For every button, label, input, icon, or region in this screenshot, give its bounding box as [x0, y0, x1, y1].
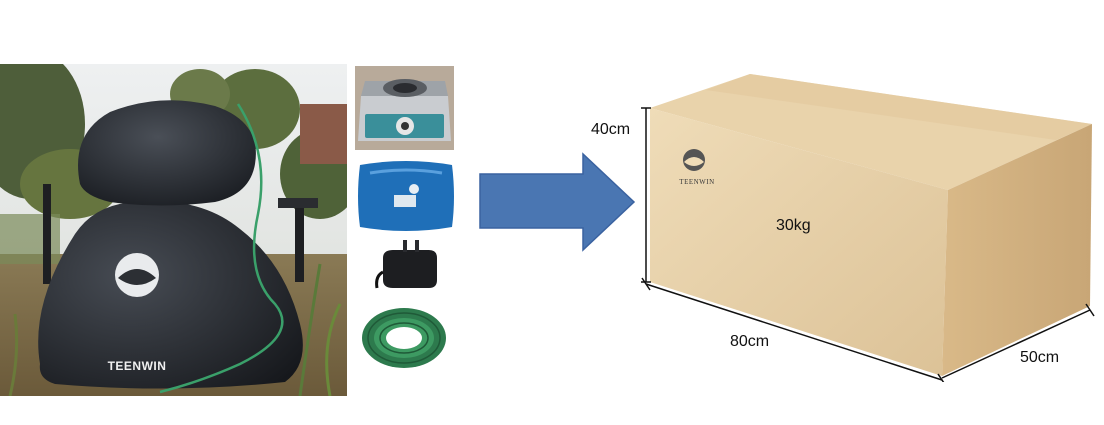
width-dimension-line: [941, 309, 1091, 379]
bag-brand-label: TEENWIN: [107, 359, 167, 373]
box-side: [942, 124, 1092, 376]
shipping-box: [641, 74, 1095, 382]
box-top: [650, 74, 1092, 190]
digester-scene: [0, 64, 347, 396]
box-front: [650, 108, 948, 376]
air-pump-thumbnail: [373, 236, 439, 296]
length-label: 80cm: [730, 333, 770, 350]
length-dimension-line: [645, 283, 943, 381]
biogas-digester-photo: TEENWIN: [0, 64, 347, 396]
right-arrow-icon: [479, 152, 636, 252]
height-label: 40cm: [591, 121, 631, 138]
storage-bag-icon: [356, 157, 456, 235]
box-brand-label: TEENWIN: [679, 178, 715, 186]
gas-stove-icon: [355, 66, 454, 150]
air-pump-icon: [373, 236, 439, 296]
weight-label: 30kg: [776, 217, 811, 234]
gas-hose-thumbnail: [358, 304, 450, 372]
hose-coil-icon: [358, 304, 450, 372]
width-label: 50cm: [1020, 349, 1060, 366]
gas-stove-thumbnail: [355, 66, 454, 150]
storage-bag-thumbnail: [356, 157, 456, 235]
